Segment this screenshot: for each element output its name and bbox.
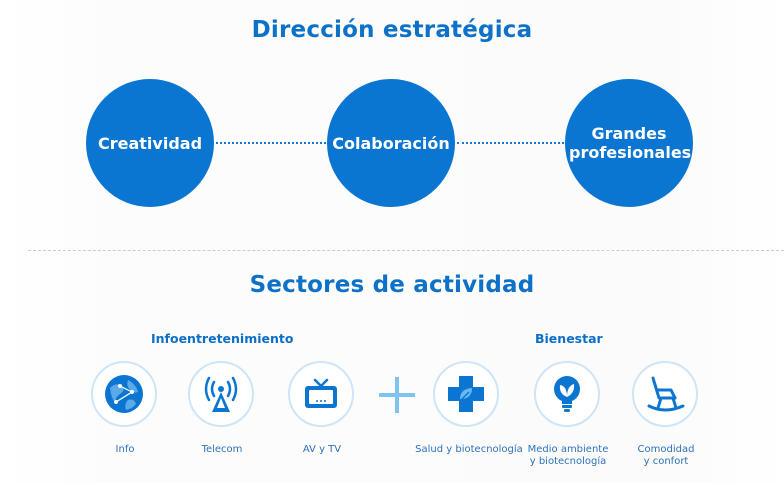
pillar-grandes-profesionales: Grandes profesionales	[565, 79, 693, 207]
pillar-creatividad: Creatividad	[86, 79, 214, 207]
sector-label-telecom: Telecom	[201, 444, 243, 455]
connector-line-1	[216, 142, 326, 144]
sectors-title: Sectores de actividad	[249, 272, 535, 298]
connector-line-2	[457, 142, 564, 144]
pillar-label: Colaboración	[332, 133, 450, 153]
sector-label-av-tv: AV y TV	[302, 444, 342, 455]
strategy-title: Dirección estratégica	[251, 17, 533, 43]
antenna-icon	[188, 361, 254, 427]
globe-icon	[91, 361, 157, 427]
sector-label-salud: Salud y biotecnología	[415, 444, 523, 455]
sector-label-info: Info	[115, 444, 135, 455]
medical-cross-icon	[433, 361, 499, 427]
pillar-label: Grandes profesionales	[569, 124, 692, 162]
pillar-colaboracion: Colaboración	[327, 79, 455, 207]
group-label-infoentretenimiento: Infoentretenimiento	[151, 331, 294, 346]
plus-icon	[379, 377, 415, 413]
group-label-bienestar: Bienestar	[535, 331, 603, 346]
tv-icon	[288, 361, 354, 427]
eco-bulb-icon	[534, 361, 600, 427]
pillar-label: Creatividad	[97, 133, 203, 153]
rocking-chair-icon	[632, 361, 698, 427]
section-divider	[28, 250, 784, 251]
